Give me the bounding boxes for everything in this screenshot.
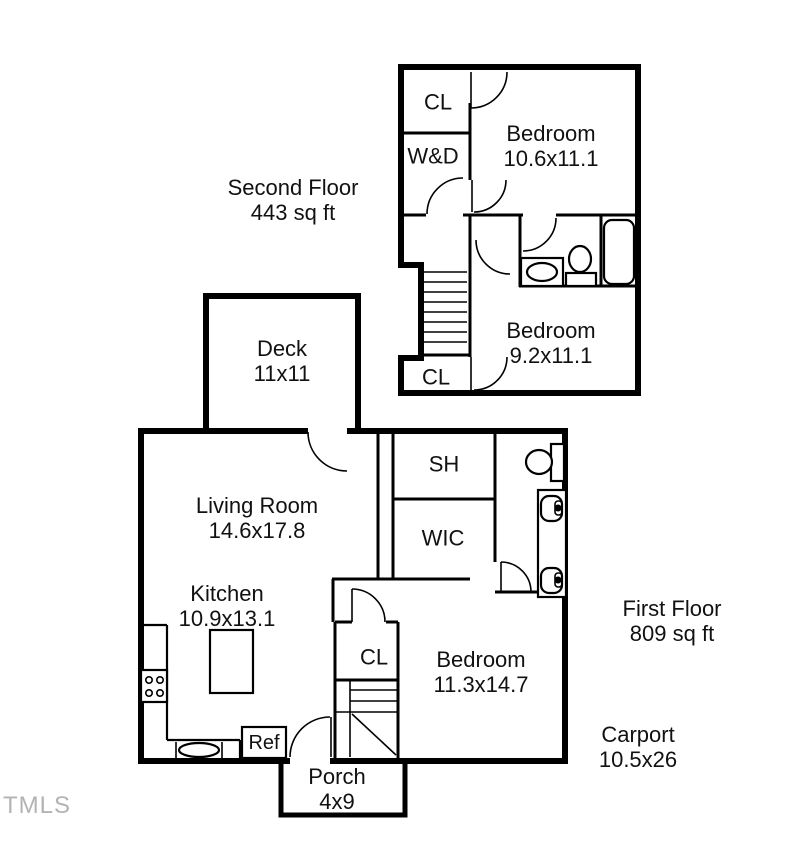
first-floor-title: First Floor 809 sq ft	[622, 596, 722, 646]
room-label-closet-first: CL	[359, 644, 389, 670]
first-floor-doors	[289, 431, 532, 758]
second-floor-doors	[426, 71, 557, 391]
room-label-closet-upper: CL	[423, 89, 453, 115]
room-label-shower: SH	[428, 451, 460, 477]
kitchen-sink-fixture	[177, 741, 221, 759]
stove-fixture	[139, 668, 169, 704]
staircase-lower	[335, 680, 397, 757]
kitchen-fixtures	[139, 623, 288, 760]
room-label-washer-dryer: W&D	[407, 143, 459, 169]
toilet-fixture	[524, 448, 554, 476]
room-label-bedroom-back: Bedroom 9.2x11.1	[506, 318, 596, 368]
upper-bathroom-fixtures	[519, 218, 636, 288]
deck-walls	[203, 293, 361, 434]
refrigerator-label: Ref	[248, 732, 280, 754]
second-floor-title: Second Floor 443 sq ft	[227, 175, 359, 225]
bathtub-fixture	[602, 218, 636, 286]
room-label-closet-lower: CL	[421, 364, 451, 390]
room-label-living-room: Living Room 14.6x17.8	[195, 493, 319, 543]
room-label-wic: WIC	[421, 525, 465, 551]
porch-walls	[278, 758, 408, 818]
room-label-bedroom-first: Bedroom 11.3x14.7	[433, 647, 529, 697]
lower-bathroom-fixtures	[524, 442, 568, 599]
watermark-tmls: TMLS	[3, 792, 72, 819]
toilet-fixture	[567, 244, 593, 274]
room-label-deck: Deck 11x11	[253, 336, 311, 386]
refrigerator-box	[240, 725, 288, 760]
toilet-tank-fixture	[564, 271, 598, 288]
room-label-kitchen: Kitchen 10.9x13.1	[178, 581, 276, 631]
kitchen-island	[208, 628, 255, 695]
staircase-upper	[424, 271, 467, 343]
first-floor-walls	[138, 293, 568, 818]
sink-fixture	[525, 261, 559, 283]
room-label-bedroom-front: Bedroom 10.6x11.1	[503, 121, 599, 171]
room-label-carport: Carport 10.5x26	[598, 722, 678, 772]
room-label-porch: Porch 4x9	[308, 764, 366, 814]
